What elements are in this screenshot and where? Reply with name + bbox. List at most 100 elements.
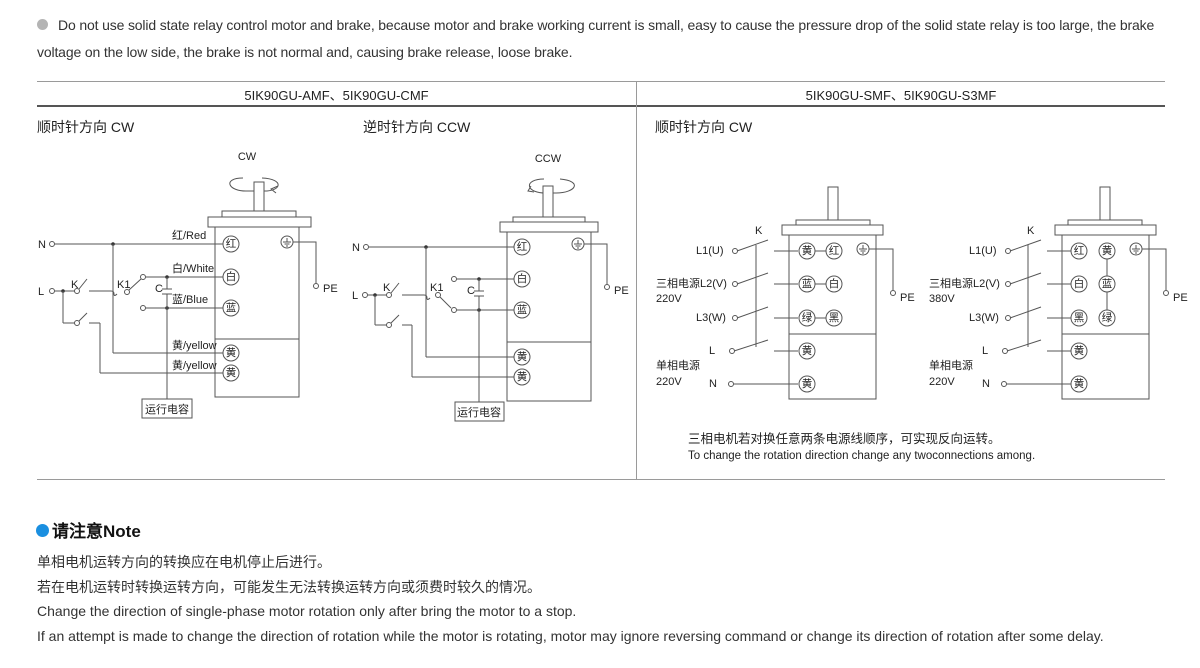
three-phase-voltage: 380V — [929, 293, 955, 305]
l-terminal — [49, 288, 55, 294]
intro-text: Do not use solid state relay control mot… — [37, 17, 1155, 60]
svg-text:黄: 黄 — [802, 377, 813, 390]
k1-switch-label: K1 — [430, 282, 443, 294]
single-l-label: L — [709, 345, 715, 357]
k-switch-label: K — [71, 279, 79, 291]
three-phase-380v-diagram: K L1(U) 三相电源 L2(V) 380V L3(W) L 单相电源 220… — [929, 186, 1188, 400]
svg-text:红: 红 — [1074, 244, 1085, 257]
rotation-arrowhead-icon — [527, 185, 535, 193]
run-capacitor-box — [454, 401, 505, 422]
svg-text:白: 白 — [829, 277, 840, 290]
motor-flange-plate — [207, 216, 312, 228]
wire-label-yellow-2: 黄/yellow — [172, 358, 217, 372]
svg-text:黄: 黄 — [802, 244, 813, 257]
motor-flange — [795, 219, 871, 226]
grey-dot-icon — [37, 19, 48, 30]
svg-text:白: 白 — [226, 270, 237, 283]
left-model-header: 5IK90GU-AMF、5IK90GU-CMF — [244, 88, 429, 103]
motor-flange — [1067, 219, 1143, 226]
note-title: 请注意Note — [52, 522, 141, 541]
single-l-label: L — [982, 345, 988, 357]
run-capacitor-label: 运行电容 — [145, 402, 189, 416]
single-phase-ccw-diagram: CCW N L K K1 — [352, 153, 629, 422]
svg-text:黄: 黄 — [1102, 244, 1113, 257]
note-line-1: 单相电机运转方向的转换应在电机停止后进行。 — [37, 554, 331, 570]
three-phase-reverse-note: 三相电机若对换任意两条电源线顺序，可实现反向运转。 To change the … — [688, 431, 1035, 465]
single-phase-cw-title: 顺时针方向 CW — [37, 119, 135, 135]
svg-text:黄: 黄 — [226, 346, 237, 359]
intro-paragraph: Do not use solid state relay control mot… — [37, 12, 1177, 66]
three-phase-note-cn: 三相电机若对换任意两条电源线顺序，可实现反向运转。 — [688, 432, 1001, 446]
svg-text:绿: 绿 — [802, 311, 813, 324]
n-terminal — [49, 241, 55, 247]
l2-label: L2(V) — [973, 278, 1000, 290]
three-phase-label: 三相电源 — [656, 276, 700, 290]
n-label: N — [38, 239, 46, 251]
blue-dot-icon — [36, 524, 49, 537]
motor-flange-plate — [499, 221, 599, 233]
svg-text:黄: 黄 — [1074, 377, 1085, 390]
l-label: L — [38, 286, 44, 298]
single-phase-ccw-title: 逆时针方向 CCW — [363, 119, 471, 135]
run-capacitor-box — [141, 398, 193, 419]
svg-text:白: 白 — [1074, 277, 1085, 290]
motor-shaft — [827, 186, 839, 221]
svg-text:黄: 黄 — [517, 350, 528, 363]
note-line-2: 若在电机运转时转换运转方向，可能发生无法转换运转方向或须费时较久的情况。 — [37, 579, 541, 595]
terminal-glyphs: 红 白 蓝 黄 黄 — [222, 235, 240, 382]
l3-label: L3(W) — [969, 312, 999, 324]
single-n-label: N — [982, 378, 990, 390]
right-model-header: 5IK90GU-SMF、5IK90GU-S3MF — [805, 88, 997, 103]
three-phase-voltage: 220V — [656, 293, 682, 305]
rotation-arrowhead-icon — [270, 185, 279, 194]
svg-text:蓝: 蓝 — [802, 278, 813, 290]
svg-text:蓝: 蓝 — [1102, 278, 1113, 290]
wire-label-yellow-1: 黄/yellow — [172, 338, 217, 352]
svg-text:红: 红 — [226, 237, 237, 250]
motor-flange — [221, 210, 297, 218]
pe-label: PE — [323, 283, 338, 295]
terminal-glyphs: 红 黄 白 蓝 黑 绿 黄 黄 — [1070, 242, 1116, 393]
ccw-rotation-label: CCW — [535, 153, 562, 165]
note-line-3: Change the direction of single-phase mot… — [37, 603, 577, 619]
single-phase-label: 单相电源 — [929, 358, 973, 372]
terminal-glyphs: 黄 红 蓝 白 绿 黑 黄 黄 — [798, 242, 843, 393]
motor-flange-plate — [1054, 224, 1157, 236]
motor-shaft — [1099, 186, 1111, 221]
three-phase-cw-title: 顺时针方向 CW — [655, 119, 753, 135]
k-switch-label: K — [1027, 225, 1035, 237]
svg-text:蓝: 蓝 — [517, 304, 528, 316]
run-capacitor-label: 运行电容 — [457, 405, 501, 419]
wire-label-blue: 蓝/Blue — [172, 293, 208, 306]
svg-text:红: 红 — [517, 240, 528, 253]
svg-text:蓝: 蓝 — [226, 302, 237, 314]
wire-label-white: 白/White — [172, 261, 214, 275]
svg-text:黄: 黄 — [802, 344, 813, 357]
pe-label: PE — [900, 292, 915, 304]
capacitor-label: C — [155, 283, 163, 295]
three-phase-label: 三相电源 — [929, 276, 973, 290]
three-phase-note-en: To change the rotation direction change … — [688, 450, 1036, 462]
svg-text:黑: 黑 — [1074, 312, 1085, 324]
wire-label-red: 红/Red — [172, 229, 206, 242]
svg-text:绿: 绿 — [1102, 311, 1113, 324]
motor-flange-plate — [781, 224, 884, 236]
l1-label: L1(U) — [969, 245, 997, 257]
l1-label: L1(U) — [696, 245, 724, 257]
three-phase-220v-diagram: K L1(U) 三相电源 L2(V) 220V L3(W) L 单相电源 220… — [656, 186, 915, 400]
svg-text:黄: 黄 — [1074, 344, 1085, 357]
svg-text:黄: 黄 — [226, 366, 237, 379]
n-label: N — [352, 242, 360, 254]
motor-shaft — [542, 185, 554, 219]
k-switch-label: K — [383, 282, 391, 294]
table-header-divider — [37, 105, 1165, 107]
l2-label: L2(V) — [700, 278, 727, 290]
table-column-divider — [636, 81, 637, 479]
svg-text:黄: 黄 — [517, 370, 528, 383]
note-heading: 请注意Note — [36, 517, 141, 542]
k1-switch-label: K1 — [117, 279, 130, 291]
single-n-label: N — [709, 378, 717, 390]
capacitor-label: C — [467, 285, 475, 297]
svg-text:白: 白 — [517, 272, 528, 285]
